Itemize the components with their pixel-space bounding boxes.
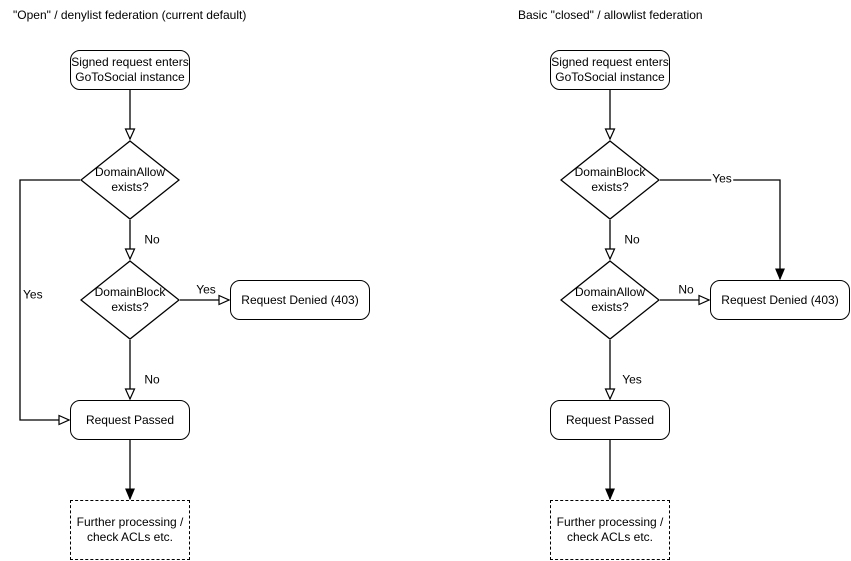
left-edge-label-allow-no: No	[143, 232, 161, 247]
left-decision-domainblock: DomainBlock exists?	[80, 260, 180, 340]
left-further-label: Further processing / check ACLs etc.	[76, 515, 184, 544]
right-decision-domainallow: DomainAllow exists?	[560, 260, 660, 340]
diamond-shape	[560, 140, 660, 220]
left-start-node: Signed request enters GoToSocial instanc…	[70, 50, 190, 90]
left-chart-title: "Open" / denylist federation (current de…	[13, 8, 247, 22]
right-edge-label-block-no: No	[623, 232, 641, 247]
left-start-label: Signed request enters GoToSocial instanc…	[71, 55, 189, 84]
right-decision-domainallow-label: DomainAllow exists?	[574, 285, 646, 314]
right-start-label: Signed request enters GoToSocial instanc…	[551, 55, 669, 84]
right-further-node: Further processing / check ACLs etc.	[550, 500, 670, 560]
right-decision-domainblock-label: DomainBlock exists?	[574, 165, 646, 194]
left-decision-domainallow: DomainAllow exists?	[80, 140, 180, 220]
left-decision-domainallow-label: DomainAllow exists?	[94, 165, 166, 194]
diamond-shape	[80, 260, 180, 340]
right-further-label: Further processing / check ACLs etc.	[556, 515, 664, 544]
left-edge-label-allow-yes: Yes	[22, 287, 44, 302]
right-passed-node: Request Passed	[550, 400, 670, 440]
left-edge-label-block-yes: Yes	[195, 282, 217, 297]
left-passed-node: Request Passed	[70, 400, 190, 440]
right-decision-domainblock: DomainBlock exists?	[560, 140, 660, 220]
edge-left-allow-yes-to-passed	[19, 179, 80, 420]
left-denied-label: Request Denied (403)	[241, 292, 359, 307]
diamond-shape	[80, 140, 180, 220]
edge-right-block-yes-to-denied	[660, 179, 780, 279]
right-chart-title: Basic "closed" / allowlist federation	[518, 8, 703, 22]
left-edge-label-block-no: No	[143, 372, 161, 387]
right-denied-node: Request Denied (403)	[710, 280, 850, 320]
left-denied-node: Request Denied (403)	[230, 280, 370, 320]
left-further-node: Further processing / check ACLs etc.	[70, 500, 190, 560]
right-start-node: Signed request enters GoToSocial instanc…	[550, 50, 670, 90]
right-edge-label-allow-no: No	[677, 282, 695, 297]
right-edge-label-allow-yes: Yes	[621, 372, 643, 387]
right-passed-label: Request Passed	[565, 412, 655, 427]
diamond-shape	[560, 260, 660, 340]
right-denied-label: Request Denied (403)	[721, 292, 839, 307]
left-decision-domainblock-label: DomainBlock exists?	[94, 285, 166, 314]
right-edge-label-block-yes: Yes	[711, 171, 733, 186]
left-passed-label: Request Passed	[85, 412, 175, 427]
